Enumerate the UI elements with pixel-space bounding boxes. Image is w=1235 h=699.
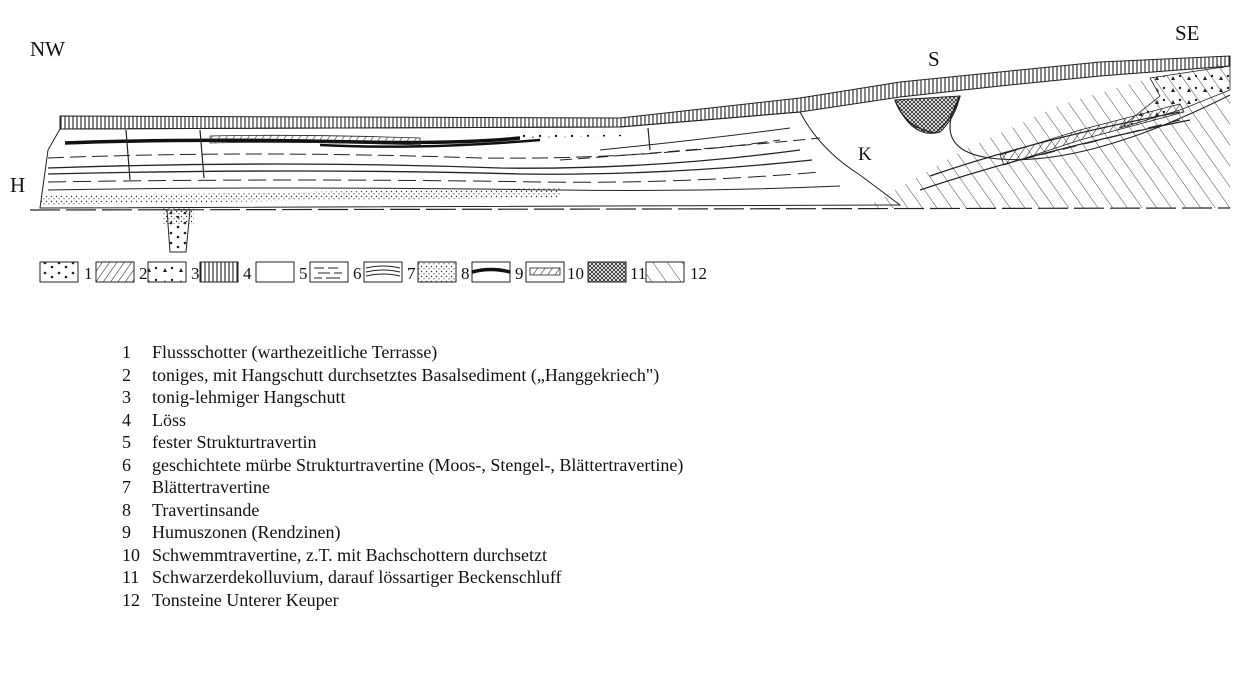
legend-item-number: 12 [122,589,152,612]
key-swatch-11 [588,262,626,282]
legend-item-number: 11 [122,566,152,589]
fissure-3 [648,128,650,150]
key-swatch-10-band [530,268,560,275]
legend-item-number: 5 [122,431,152,454]
key-number-2: 2 [139,264,148,283]
key-number-3: 3 [191,264,200,283]
travertine-sand-base [40,188,560,205]
key-swatch-12 [646,262,684,282]
key-number-7: 7 [407,264,416,283]
legend-item-number: 10 [122,544,152,567]
layer-line-6 [600,128,790,150]
key-swatch-7 [364,262,402,282]
key-swatch-3 [148,262,186,282]
key-number-11: 11 [630,264,646,283]
key-number-6: 6 [353,264,362,283]
legend-item-text: Humuszonen (Rendzinen) [152,522,340,542]
legend-item-text: Löss [152,410,186,430]
legend-item-text: fester Strukturtravertin [152,432,316,452]
geological-cross-section: NW SE H S K 1 2 [0,0,1235,330]
legend-item-text: Schwarzerdekolluvium, darauf lössartiger… [152,567,562,587]
label-nw: NW [30,37,65,61]
label-h: H [10,173,25,197]
key-number-8: 8 [461,264,470,283]
legend-item-number: 6 [122,454,152,477]
legend-item-text: Travertinsande [152,500,259,520]
legend-item-text: Schwemmtravertine, z.T. mit Bachschotter… [152,545,547,565]
key-swatch-8 [418,262,456,282]
legend-item-text: Flussschotter (warthezeitliche Terrasse) [152,342,437,362]
legend-item-text: Blättertravertine [152,477,270,497]
legend-item-number: 3 [122,386,152,409]
label-s: S [928,47,940,71]
legend-item-number: 4 [122,409,152,432]
key-number-12: 12 [690,264,707,283]
pattern-key-row: 1 2 3 4 5 6 7 8 9 10 11 12 [40,262,707,283]
gravel-pipe-top [162,208,194,224]
key-swatch-4 [200,262,238,282]
slope-debris-mid [480,128,630,138]
legend-item-number: 2 [122,364,152,387]
layer-line-4 [48,172,820,182]
legend-item-text: Tonsteine Unterer Keuper [152,590,339,610]
key-swatch-6 [310,262,348,282]
layer-line-2 [48,150,800,168]
legend-item-text: geschichtete mürbe Strukturtravertine (M… [152,455,683,475]
legend-item-number: 1 [122,341,152,364]
legend-item-text: tonig-lehmiger Hangschutt [152,387,345,407]
section-base [30,208,1230,210]
key-number-9: 9 [515,264,524,283]
legend-item-number: 7 [122,476,152,499]
key-number-1: 1 [84,264,93,283]
key-number-5: 5 [299,264,308,283]
layer-line-3 [48,160,812,174]
legend-item-number: 8 [122,499,152,522]
key-swatch-1 [40,262,78,282]
legend-item-number: 9 [122,521,152,544]
key-number-4: 4 [243,264,252,283]
label-k: K [858,144,872,165]
legend-item-text: toniges, mit Hangschutt durchsetztes Bas… [152,365,659,385]
label-se: SE [1175,21,1200,45]
layer-line-7 [560,138,820,160]
key-swatch-2 [96,262,134,282]
key-number-10: 10 [567,264,584,283]
key-swatch-5 [256,262,294,282]
schwemmtravertin-layer [210,135,420,145]
